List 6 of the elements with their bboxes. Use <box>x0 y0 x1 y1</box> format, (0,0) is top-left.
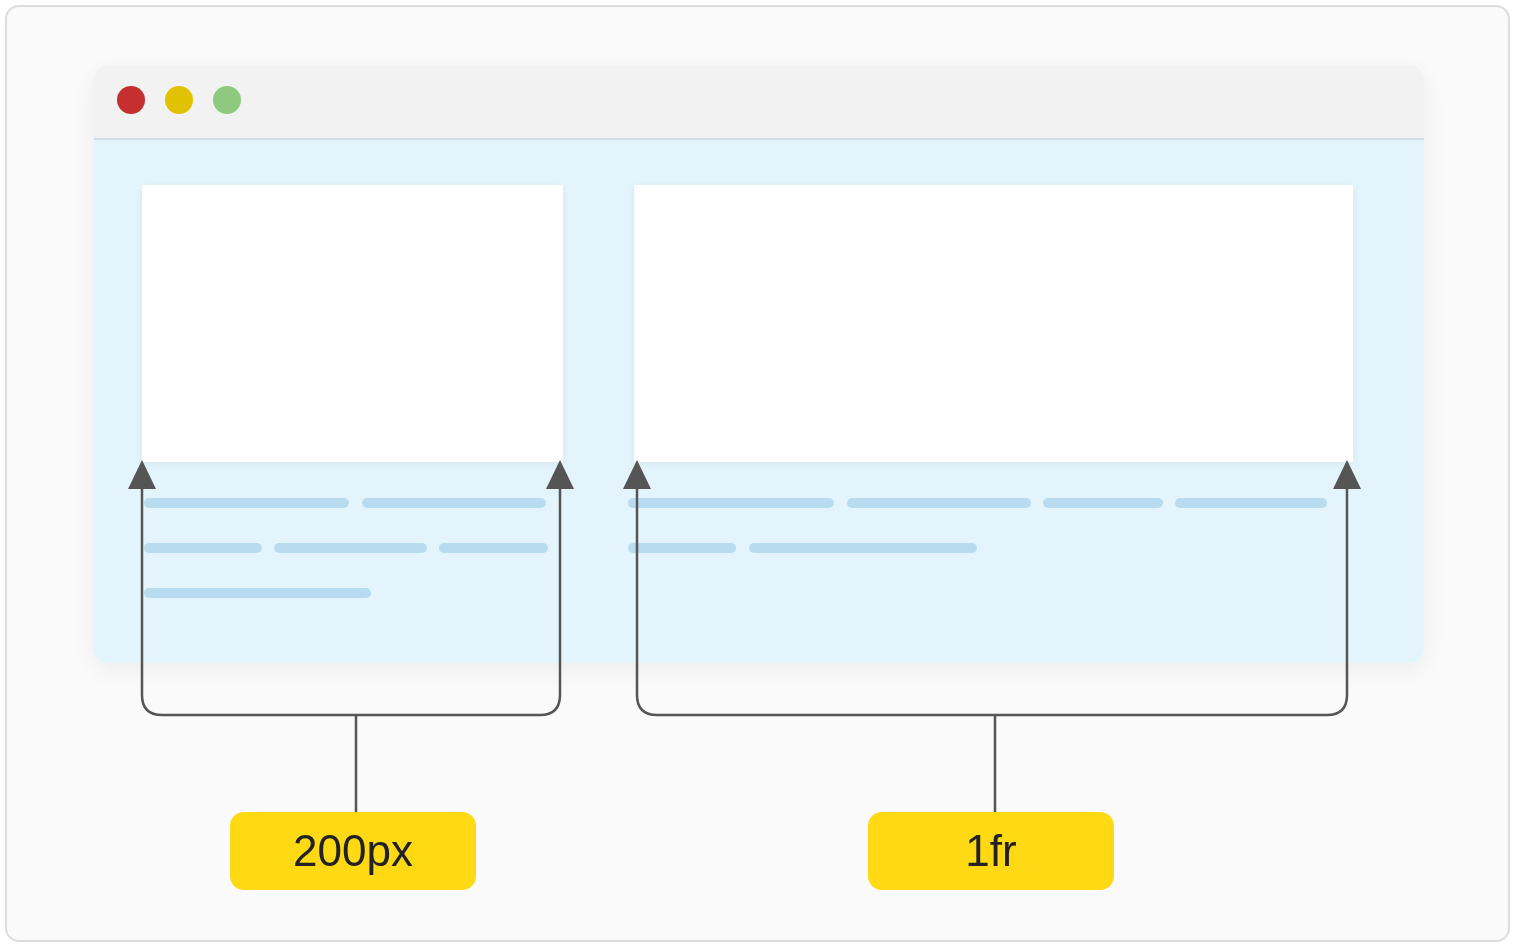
content-card <box>634 185 1353 462</box>
width-label: 200px <box>230 812 476 890</box>
width-label: 1fr <box>868 812 1114 890</box>
bracket-arrow <box>128 460 574 814</box>
bracket-arrow <box>623 460 1361 814</box>
content-card <box>142 185 563 462</box>
